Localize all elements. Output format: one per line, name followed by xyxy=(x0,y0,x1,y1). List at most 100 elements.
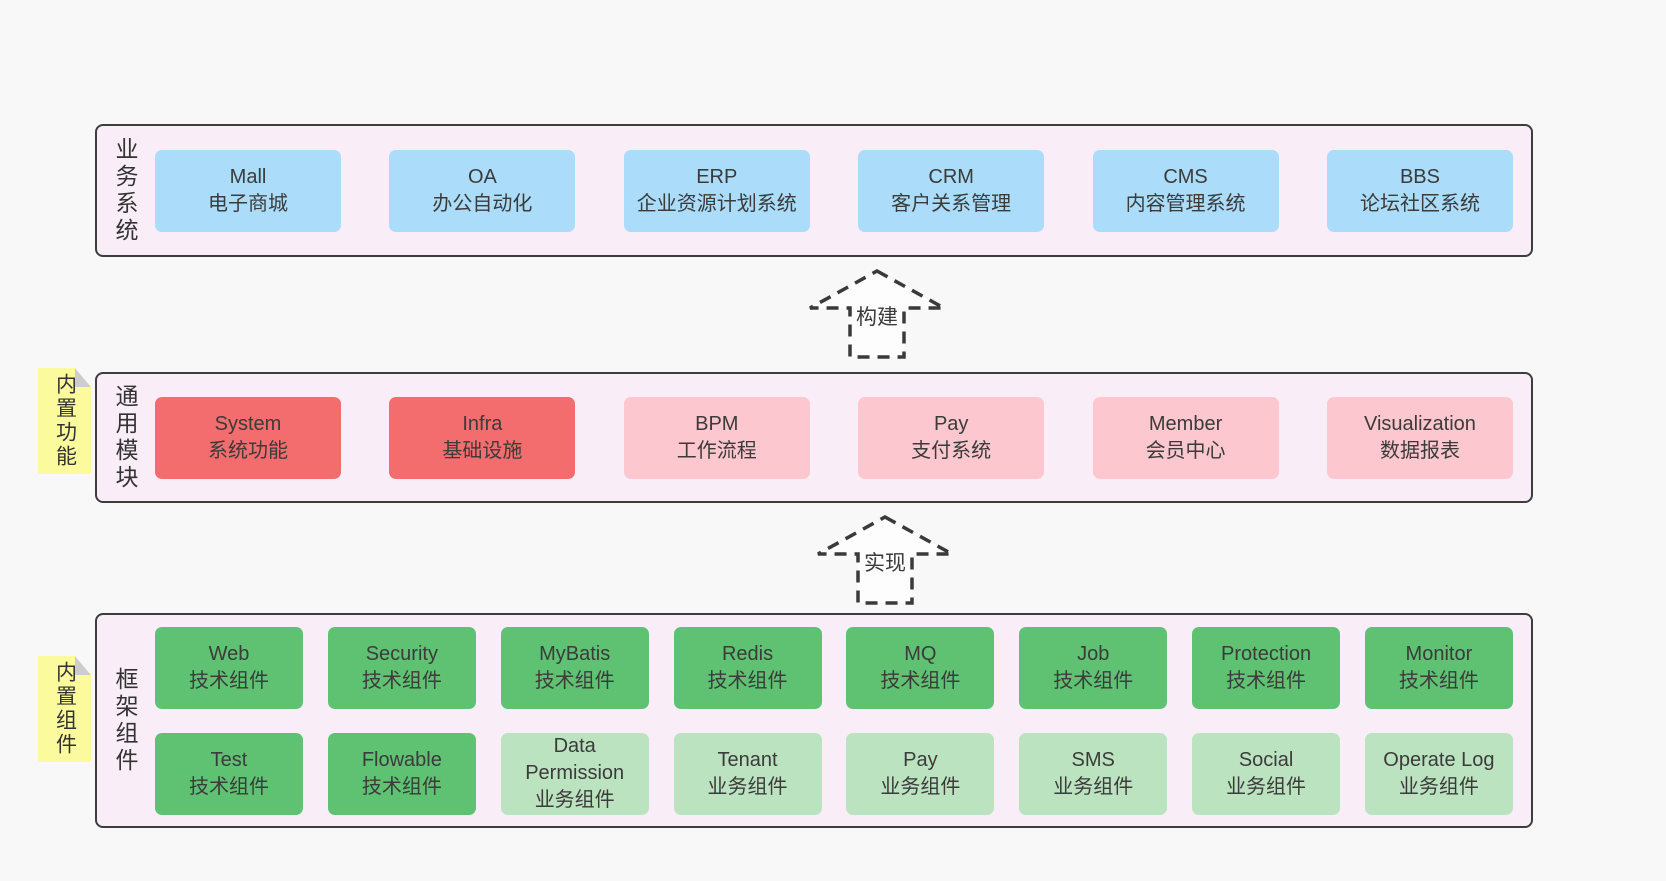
box-social: Social 业务组件 xyxy=(1192,732,1341,815)
arrow-implement-label: 实现 xyxy=(864,552,906,575)
box-desc: 业务组件 xyxy=(1053,775,1134,798)
box-name: Redis xyxy=(721,642,774,665)
box-monitor: Monitor 技术组件 xyxy=(1364,626,1513,709)
box-sms: SMS 业务组件 xyxy=(1019,732,1168,815)
box-desc: 业务组件 xyxy=(1398,775,1479,798)
box-desc: 工作流程 xyxy=(676,439,757,462)
box-infra: Infra 基础设施 xyxy=(389,396,576,479)
box-desc: 办公自动化 xyxy=(432,192,533,215)
box-crm: CRM 客户关系管理 xyxy=(858,149,1045,232)
box-flowable: Flowable 技术组件 xyxy=(327,732,476,815)
box-oa: OA 办公自动化 xyxy=(389,149,576,232)
box-name: Flowable xyxy=(361,748,442,771)
box-name: Operate Log xyxy=(1383,748,1495,771)
box-name: Protection xyxy=(1221,642,1312,665)
box-desc: 数据报表 xyxy=(1379,439,1460,462)
box-name: Data Permission xyxy=(525,735,625,784)
box-system: System 系统功能 xyxy=(155,396,341,479)
box-desc: 技术组件 xyxy=(189,775,269,798)
box-desc: 论坛社区系统 xyxy=(1359,192,1480,215)
band-modules-label: 通用模块 xyxy=(112,383,138,492)
sticky-tag-label: 内置组件 xyxy=(53,661,77,757)
box-name: Web xyxy=(208,642,250,665)
box-desc: 技术组件 xyxy=(361,669,442,692)
box-name: CRM xyxy=(928,165,974,188)
box-member: Member 会员中心 xyxy=(1092,396,1279,479)
box-pay: Pay 支付系统 xyxy=(858,396,1045,479)
box-name: Pay xyxy=(903,748,938,771)
sticky-tag-built-in-components: 内置组件 xyxy=(38,656,91,762)
box-desc: 业务组件 xyxy=(534,789,615,811)
up-arrow-icon: 构建 xyxy=(809,269,945,359)
box-name: ERP xyxy=(696,165,738,188)
box-bpm: BPM 工作流程 xyxy=(623,396,810,479)
box-security: Security 技术组件 xyxy=(327,626,476,709)
box-data-permission: Data Permission 业务组件 xyxy=(500,732,649,815)
box-desc: 技术组件 xyxy=(1226,669,1307,692)
box-protection: Protection 技术组件 xyxy=(1192,626,1341,709)
box-desc: 技术组件 xyxy=(1053,669,1134,692)
band-business-systems: 业务系统 Mall 电子商城 OA 办公自动化 ERP 企业资源计划系统 CRM… xyxy=(95,124,1533,257)
arrow-implement-icon: 实现 xyxy=(815,514,955,606)
box-name: Security xyxy=(365,642,438,665)
box-cms: CMS 内容管理系统 xyxy=(1092,149,1279,232)
box-desc: 技术组件 xyxy=(1398,669,1479,692)
box-desc: 企业资源计划系统 xyxy=(636,192,797,215)
box-desc: 技术组件 xyxy=(361,775,442,798)
box-name: BBS xyxy=(1399,165,1440,188)
box-desc: 会员中心 xyxy=(1145,439,1226,462)
box-name: Social xyxy=(1238,748,1294,771)
box-desc: 电子商城 xyxy=(208,192,288,215)
box-tenant: Tenant 业务组件 xyxy=(673,732,822,815)
box-desc: 系统功能 xyxy=(208,439,288,462)
sticky-tag-label: 内置功能 xyxy=(53,373,77,469)
components-row-2: Test 技术组件 Flowable 技术组件 Data Permission … xyxy=(155,732,1513,815)
business-boxes-row: Mall 电子商城 OA 办公自动化 ERP 企业资源计划系统 CRM 客户关系… xyxy=(155,149,1513,232)
box-name: SMS xyxy=(1071,748,1115,771)
arrow-build-label: 构建 xyxy=(856,306,898,329)
components-row-1: Web 技术组件 Security 技术组件 MyBatis 技术组件 Redi… xyxy=(155,626,1513,709)
box-redis: Redis 技术组件 xyxy=(673,626,822,709)
box-visualization: Visualization 数据报表 xyxy=(1326,396,1513,479)
box-desc: 业务组件 xyxy=(880,775,961,798)
up-arrow-icon: 实现 xyxy=(817,515,953,605)
box-name: Monitor xyxy=(1405,642,1473,665)
box-name: Tenant xyxy=(717,748,778,771)
sticky-tag-built-in-features: 内置功能 xyxy=(38,368,91,474)
box-name: System xyxy=(214,412,282,435)
box-desc: 业务组件 xyxy=(707,775,788,798)
box-desc: 基础设施 xyxy=(442,439,523,462)
modules-boxes-row: System 系统功能 Infra 基础设施 BPM 工作流程 Pay 支付系统… xyxy=(155,396,1513,479)
box-desc: 技术组件 xyxy=(534,669,615,692)
box-desc: 客户关系管理 xyxy=(891,192,1012,215)
folded-corner-icon xyxy=(75,368,91,387)
box-mybatis: MyBatis 技术组件 xyxy=(500,626,649,709)
box-name: Test xyxy=(210,748,248,771)
arrow-build-icon: 构建 xyxy=(807,268,947,360)
box-desc: 业务组件 xyxy=(1226,775,1307,798)
band-business-label: 业务系统 xyxy=(112,136,138,245)
box-name: MyBatis xyxy=(539,642,611,665)
band-framework-components: 框架组件 Web 技术组件 Security 技术组件 MyBatis 技术组件… xyxy=(95,613,1533,828)
box-desc: 技术组件 xyxy=(707,669,788,692)
box-name: Mall xyxy=(229,165,267,188)
band-components-label: 框架组件 xyxy=(112,666,138,775)
box-name: Pay xyxy=(933,412,969,435)
box-desc: 内容管理系统 xyxy=(1125,192,1246,215)
box-name: CMS xyxy=(1163,165,1208,188)
box-name: Visualization xyxy=(1363,412,1476,435)
box-web: Web 技术组件 xyxy=(155,626,303,709)
box-operate-log: Operate Log 业务组件 xyxy=(1364,732,1513,815)
folded-corner-icon xyxy=(75,656,91,675)
box-job: Job 技术组件 xyxy=(1019,626,1168,709)
box-bbs: BBS 论坛社区系统 xyxy=(1326,149,1513,232)
box-mall: Mall 电子商城 xyxy=(155,149,341,232)
box-erp: ERP 企业资源计划系统 xyxy=(623,149,810,232)
box-name: Member xyxy=(1148,412,1223,435)
box-name: OA xyxy=(467,165,497,188)
box-desc: 技术组件 xyxy=(189,669,269,692)
box-mq: MQ 技术组件 xyxy=(846,626,995,709)
box-test: Test 技术组件 xyxy=(155,732,303,815)
box-name: MQ xyxy=(904,642,937,665)
